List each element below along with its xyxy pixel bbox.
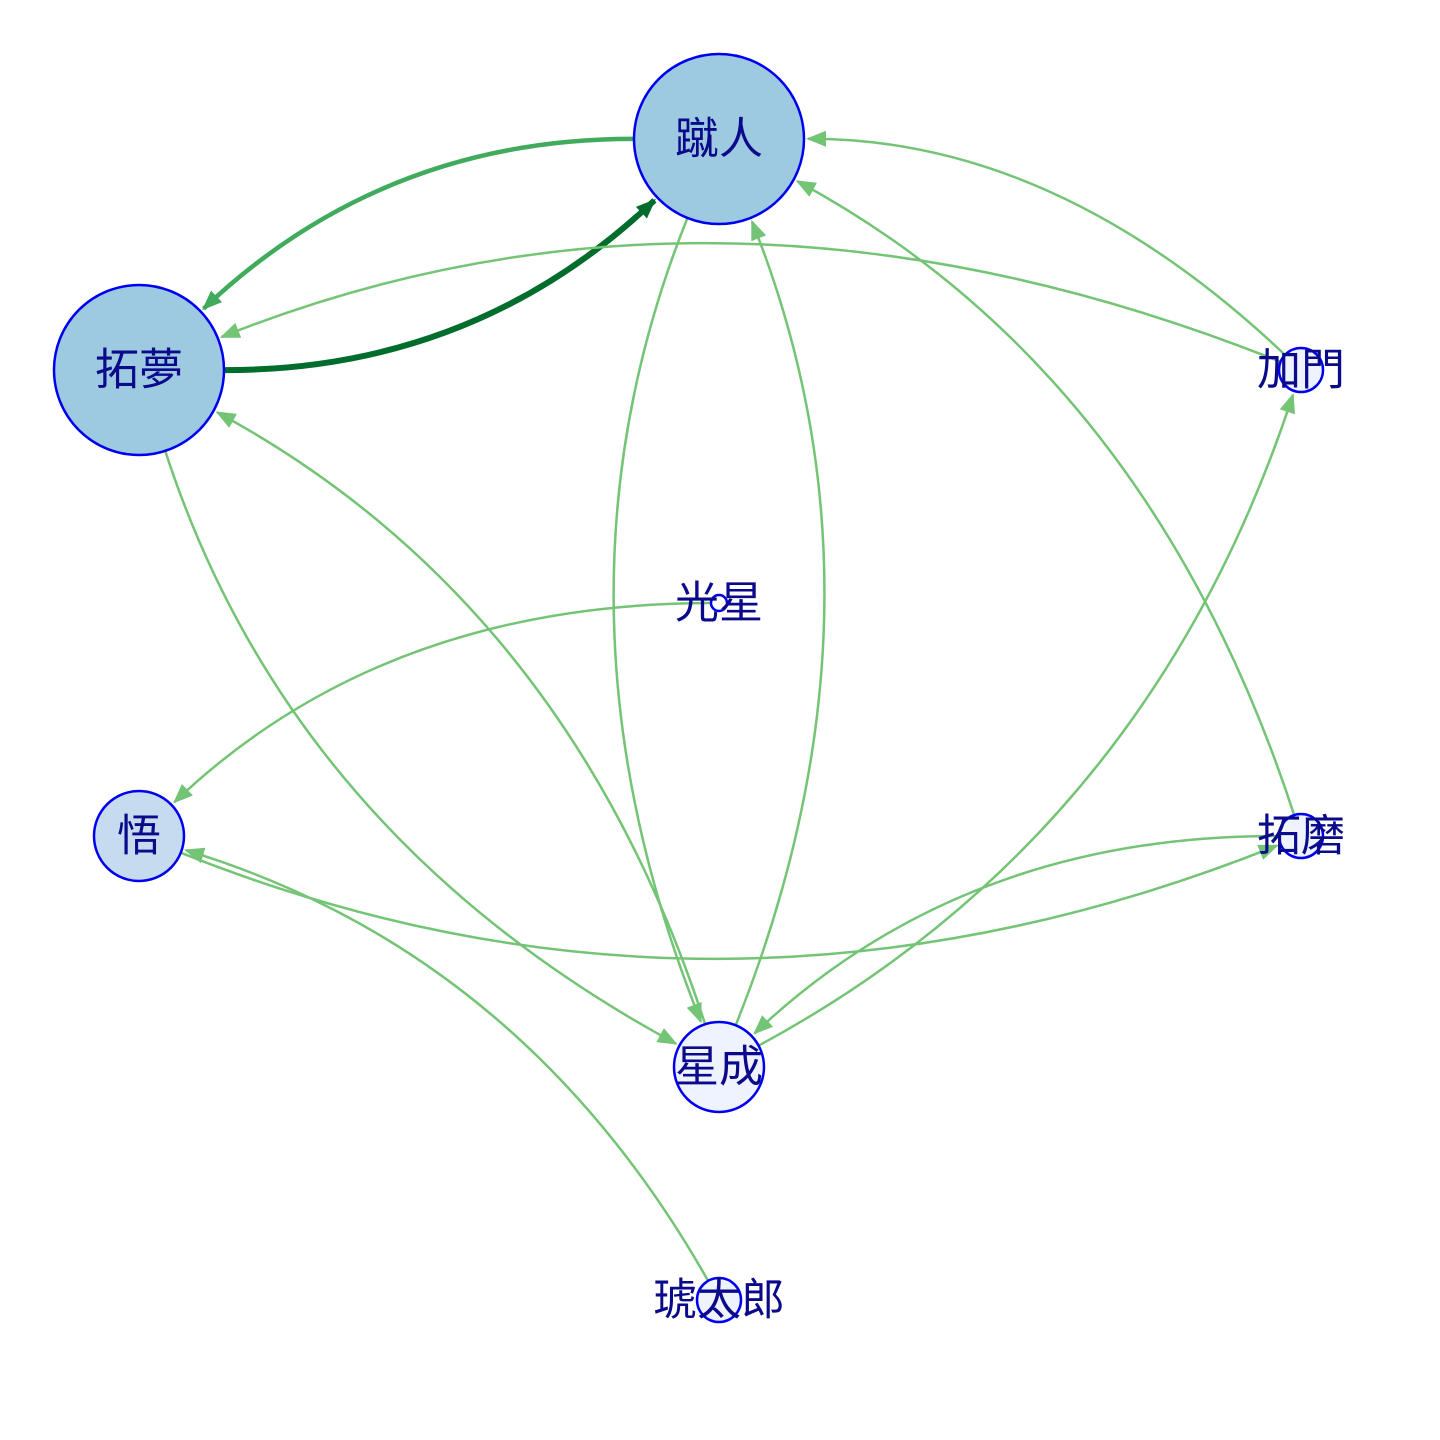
edge-seisei-to-shuto bbox=[734, 219, 826, 1026]
node-circle-takuma bbox=[1277, 812, 1325, 860]
node-kosei: 光星 bbox=[675, 578, 763, 629]
node-shuto: 蹴人 bbox=[632, 52, 806, 226]
node-label-satoru: 悟 bbox=[117, 811, 161, 862]
node-kotaro: 琥太郎 bbox=[653, 1275, 785, 1326]
node-label-takumu: 拓夢 bbox=[95, 345, 183, 396]
node-takuma: 拓磨 bbox=[1257, 811, 1345, 862]
node-label-shuto: 蹴人 bbox=[675, 114, 763, 165]
edge-kosei-to-satoru bbox=[172, 601, 712, 804]
edge-shuto-to-takumu bbox=[201, 136, 635, 311]
node-circle-kamon bbox=[1277, 346, 1325, 394]
node-kamon: 加門 bbox=[1257, 345, 1345, 396]
edge-kamon-to-takumu bbox=[219, 241, 1282, 363]
node-label-kamon: 加門 bbox=[1257, 345, 1345, 396]
node-circle-kosei bbox=[709, 593, 729, 613]
node-seisei: 星成 bbox=[672, 1020, 766, 1114]
node-label-kotaro: 琥太郎 bbox=[653, 1275, 785, 1326]
node-circle-seisei bbox=[672, 1020, 766, 1114]
edge-takuma-to-seisei bbox=[753, 834, 1280, 1035]
edge-kotaro-to-satoru bbox=[183, 847, 710, 1282]
edge-takumu-to-shuto bbox=[223, 198, 657, 374]
node-satoru: 悟 bbox=[92, 789, 186, 883]
node-takumu: 拓夢 bbox=[52, 283, 226, 457]
node-label-takuma: 拓磨 bbox=[1257, 811, 1345, 862]
edge-seisei-to-kamon bbox=[758, 392, 1295, 1047]
node-label-kosei: 光星 bbox=[675, 578, 763, 629]
edge-takuma-to-shuto bbox=[795, 180, 1296, 816]
edge-seisei-to-takumu bbox=[215, 411, 707, 1025]
edge-takumu-to-seisei bbox=[164, 450, 678, 1045]
node-label-seisei: 星成 bbox=[675, 1042, 763, 1093]
node-circle-satoru bbox=[92, 789, 186, 883]
node-circle-takumu bbox=[52, 283, 226, 457]
edges-layer bbox=[164, 130, 1296, 1282]
edge-satoru-to-takuma bbox=[180, 844, 1279, 961]
node-circle-kotaro bbox=[695, 1276, 743, 1324]
edge-kamon-to-shuto bbox=[806, 130, 1286, 356]
node-circle-shuto bbox=[632, 52, 806, 226]
